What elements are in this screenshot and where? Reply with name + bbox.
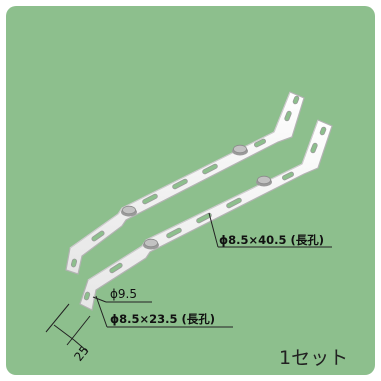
bracket-front-slots (83, 126, 327, 301)
green-background-panel (6, 6, 375, 375)
short-slot-label: ϕ8.5×23.5 (長孔) (110, 312, 215, 326)
dimension-lines (45, 212, 332, 353)
bracket-back (65, 91, 305, 275)
bracket-front (79, 119, 333, 311)
width-label: 25 (71, 343, 91, 364)
set-count-label: 1セット (279, 347, 349, 369)
hole-diameter-label: ϕ9.5 (110, 287, 137, 301)
long-slot-label: ϕ8.5×40.5 (長孔) (219, 233, 324, 247)
bracket-back-slots (70, 95, 300, 268)
bolt-icon (121, 144, 248, 217)
bolt-icon (143, 175, 272, 250)
